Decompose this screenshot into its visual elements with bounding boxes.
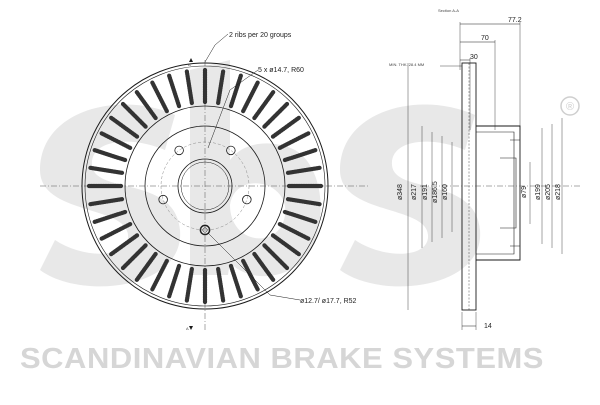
dia-186-5: ø186.5 xyxy=(432,181,439,203)
rib-note: 2 ribs per 20 groups xyxy=(229,32,292,39)
vent-slot xyxy=(134,251,158,282)
dia-218: ø218 xyxy=(555,184,562,200)
hat-outline xyxy=(476,125,521,261)
vent-slot xyxy=(99,131,133,150)
registered-circle xyxy=(560,96,580,116)
vent-slot xyxy=(252,90,276,121)
registered-mark: ® xyxy=(566,101,574,113)
dia-348: ø348 xyxy=(397,184,404,200)
bolt-circle xyxy=(160,141,250,231)
vent-slot xyxy=(285,165,322,175)
bolt-callout-leader xyxy=(207,69,259,149)
bolt-callout: 5 x ø14.7, R60 xyxy=(258,67,304,74)
vent-slot xyxy=(252,251,276,282)
vent-slot xyxy=(92,209,128,224)
dia-191: ø191 xyxy=(422,184,429,200)
vent-slot xyxy=(216,69,226,106)
front-view: 2 ribs per 20 groups 5 x ø14.7, R60 ø12.… xyxy=(40,32,370,331)
section-title: Section A-A xyxy=(438,8,459,13)
vent-slot xyxy=(270,233,301,257)
hub-face xyxy=(510,139,520,247)
dim-hat-depth: 70 xyxy=(481,35,489,42)
locating-pin-hole xyxy=(199,224,211,236)
bolt-hole xyxy=(200,225,210,235)
dia-79: ø79 xyxy=(521,186,528,198)
section-view: Section A-A 77.2 70 30 MIN. THK. 28.4 MM xyxy=(389,8,580,330)
dia-199: ø199 xyxy=(535,184,542,200)
vent-slot xyxy=(228,73,243,109)
vent-slot xyxy=(241,80,260,114)
outer-rim xyxy=(81,62,329,310)
min-thickness: MIN. THK. 28.4 MM xyxy=(389,62,424,67)
dim-hub-thickness: 30 xyxy=(470,54,478,61)
vent-slot xyxy=(120,101,148,129)
vent-slot xyxy=(277,222,311,241)
vent-slot xyxy=(109,115,140,139)
vent-slot xyxy=(150,258,169,292)
center-bore-chamfer xyxy=(180,161,230,211)
vent-slot xyxy=(270,115,301,139)
brand-tagline: SCANDINAVIAN BRAKE SYSTEMS xyxy=(20,343,544,375)
vent-slot xyxy=(109,233,140,257)
locating-pin-inner xyxy=(202,227,208,233)
vent-slot xyxy=(282,148,318,163)
bolt-hole xyxy=(158,194,168,205)
vent-slot xyxy=(262,243,290,271)
vent-slot xyxy=(262,101,290,129)
vent-slot xyxy=(167,263,182,299)
vent-slots xyxy=(86,67,324,305)
bore-outline xyxy=(500,157,517,229)
dim-disc-thickness: 14 xyxy=(484,323,492,330)
section-arrow-bottom xyxy=(189,326,193,330)
watermark: ® SCANDINAVIAN BRAKE SYSTEMS xyxy=(20,60,580,375)
bolt-hole xyxy=(174,145,184,156)
dia-205: ø205 xyxy=(545,184,552,200)
section-marker-top: A xyxy=(188,62,191,67)
vent-slot xyxy=(99,222,133,241)
diameter-lines-left xyxy=(407,63,453,310)
pin-callout: ø12.7/ ø17.7, R52 xyxy=(300,298,357,305)
bolt-hole xyxy=(242,194,252,205)
bolt-holes xyxy=(158,145,252,235)
vent-slot xyxy=(216,266,226,303)
outer-rim-inner xyxy=(84,65,326,307)
pin-callout-leader xyxy=(207,232,301,301)
friction-ring-inner xyxy=(124,105,286,267)
hat-inner-outline xyxy=(476,131,515,255)
section-arrow-top xyxy=(189,58,193,62)
vent-slot xyxy=(184,69,194,106)
vent-slot xyxy=(167,73,182,109)
dim-overall-height: 77.2 xyxy=(508,17,522,24)
diameter-labels: ø348 ø217 ø191 ø186.5 ø160 ø79 ø199 ø205… xyxy=(397,181,562,203)
vent-slot xyxy=(285,197,322,207)
hat-outer xyxy=(144,125,266,247)
disc-profile xyxy=(461,62,521,311)
vent-slot xyxy=(134,90,158,121)
vent-slot xyxy=(88,197,125,207)
vent-slot xyxy=(120,243,148,271)
vent-slot xyxy=(88,165,125,175)
vent-slot xyxy=(150,80,169,114)
dia-217: ø217 xyxy=(411,184,418,200)
bolt-hole xyxy=(226,145,236,156)
vent-slot xyxy=(92,148,128,163)
vent-slot xyxy=(184,266,194,303)
vent-slot xyxy=(282,209,318,224)
rib-note-leader xyxy=(204,33,229,63)
sbs-logo-mark xyxy=(40,60,481,287)
vent-slot xyxy=(228,263,243,299)
center-bore xyxy=(177,158,233,214)
diameter-lines-right xyxy=(529,118,563,254)
vent-slot xyxy=(277,131,311,150)
section-marker-bottom: A xyxy=(186,326,189,331)
dia-160: ø160 xyxy=(442,184,449,200)
